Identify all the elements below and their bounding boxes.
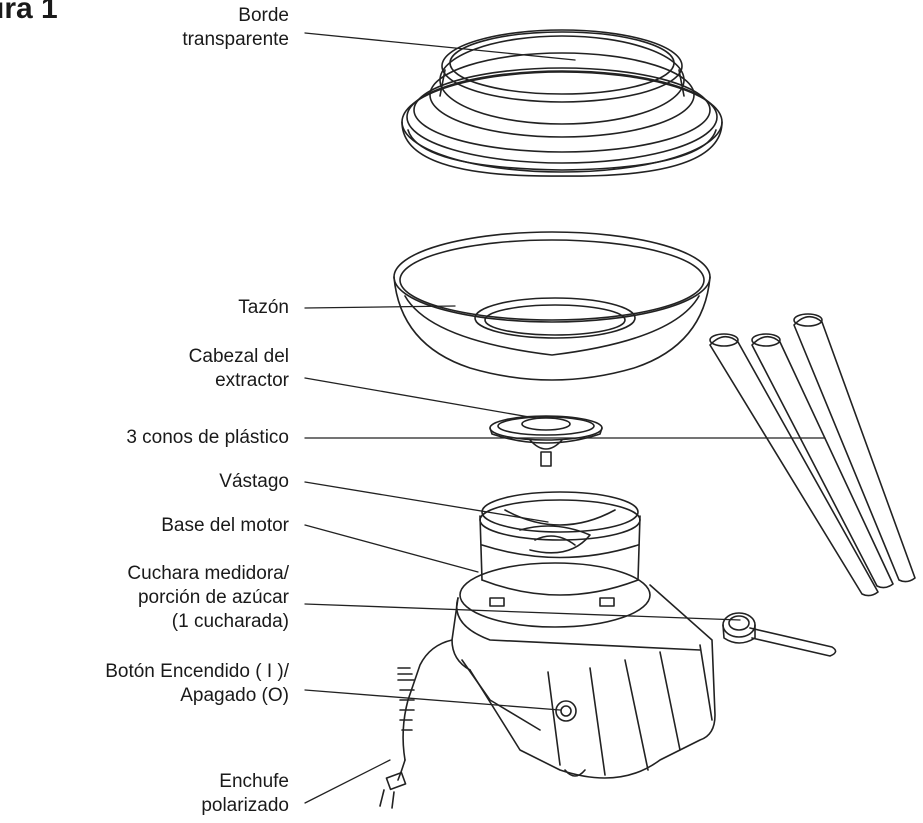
plug-body (385, 771, 407, 791)
label-spindle: Vástago (219, 470, 289, 494)
label-bowl: Tazón (238, 296, 289, 320)
label-plug-line2: polarizado (201, 795, 289, 816)
leader-spindle (304, 481, 549, 523)
label-spindle-line1: Vástago (219, 471, 289, 492)
leader-head (304, 377, 536, 419)
label-bowl-line1: Tazón (238, 297, 289, 318)
figure-title: ura 1 (0, 0, 58, 25)
label-scoop: Cuchara medidora/ porción de azúcar (1 c… (127, 562, 289, 634)
plastic-cones (709, 313, 916, 597)
label-rim-line1: Borde (238, 5, 289, 26)
label-cones: 3 conos de plástico (126, 426, 289, 450)
label-head: Cabezal del extractor (189, 345, 289, 393)
sugar-scoop (722, 612, 837, 657)
label-head-line1: Cabezal del (188, 346, 289, 367)
power-switch (555, 700, 577, 722)
label-switch-line2: Apagado (O) (180, 685, 289, 706)
label-scoop-line2: porción de azúcar (137, 587, 289, 608)
leader-rim (304, 32, 576, 61)
label-scoop-line3: (1 cucharada) (171, 611, 289, 632)
label-motor-base-line1: Base del motor (161, 515, 289, 536)
leader-scoop (304, 603, 741, 621)
label-head-line2: extractor (215, 370, 289, 391)
leader-switch (304, 689, 561, 711)
label-rim: Borde transparente (182, 4, 289, 52)
label-plug-line1: Enchufe (219, 771, 289, 792)
label-scoop-line1: Cuchara medidora/ (127, 563, 289, 584)
label-rim-line2: transparente (182, 29, 289, 50)
label-switch: Botón Encendido ( I )/ Apagado (O) (105, 660, 289, 708)
leader-motor-base (304, 524, 479, 573)
motor-base (451, 491, 716, 779)
leader-plug (304, 759, 391, 804)
leader-lines (304, 32, 826, 804)
label-motor-base: Base del motor (161, 514, 289, 538)
label-plug: Enchufe polarizado (201, 770, 289, 818)
power-cord (379, 639, 453, 809)
label-cones-line1: 3 conos de plástico (126, 427, 289, 448)
label-switch-line1: Botón Encendido ( I )/ (105, 661, 289, 682)
extractor-head (489, 415, 603, 467)
bowl (393, 231, 711, 381)
clear-rim (401, 29, 723, 177)
